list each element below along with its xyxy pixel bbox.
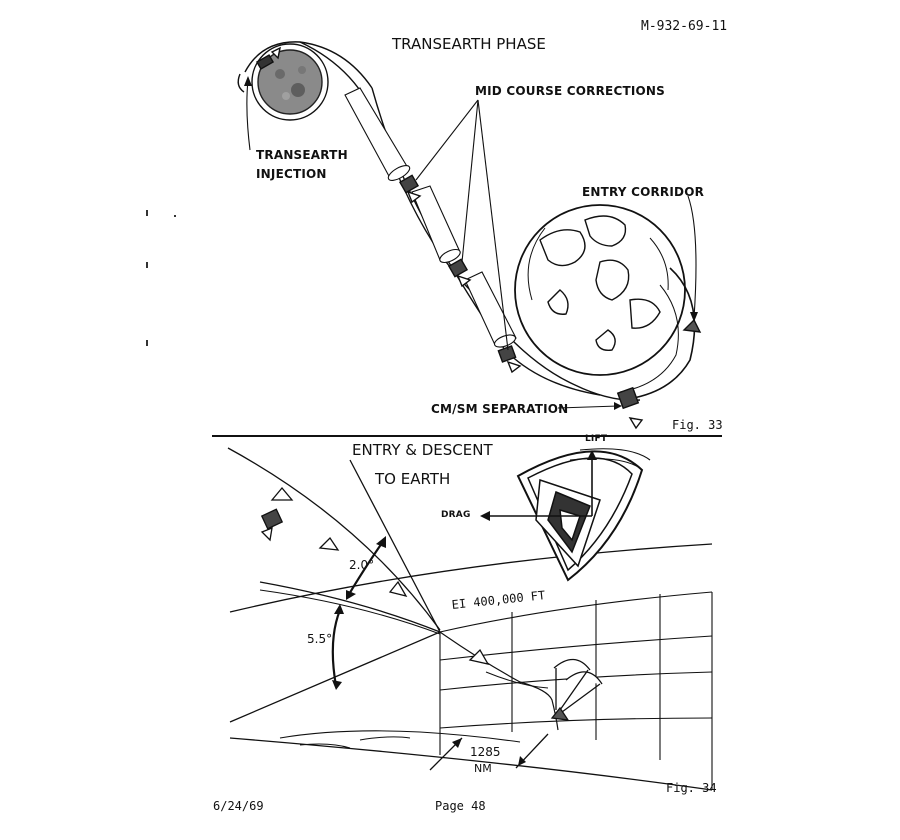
reentry-grid bbox=[439, 591, 713, 790]
spacecraft-injection bbox=[255, 46, 281, 70]
command-module-closeup bbox=[480, 448, 651, 582]
correction-cones bbox=[344, 87, 517, 348]
injection-leader-line bbox=[246, 79, 251, 151]
entry-corridor-label: ENTRY CORRIDOR bbox=[582, 185, 705, 199]
drag-label: DRAG bbox=[441, 510, 471, 520]
capsule-descent-1 bbox=[318, 536, 340, 551]
moon bbox=[251, 43, 329, 121]
transearth-phase-title: TRANSEARTH PHASE bbox=[392, 35, 546, 53]
scan-marks bbox=[146, 210, 176, 346]
distance-value-label: 1285 bbox=[470, 745, 501, 759]
cm-sm-separation-label: CM/SM SEPARATION bbox=[431, 402, 569, 416]
cm-sm-separation-spacecraft bbox=[616, 386, 644, 430]
command-module-corridor bbox=[682, 318, 702, 333]
spacecraft-correction-2 bbox=[447, 258, 472, 288]
fig-33-label: Fig. 33 bbox=[672, 418, 723, 432]
document-date: 6/24/69 bbox=[213, 799, 264, 813]
atmosphere-boundary-curve bbox=[229, 543, 713, 613]
distance-marker bbox=[429, 733, 549, 771]
transearth-phase-diagram bbox=[237, 41, 702, 430]
entry-path-lower bbox=[259, 581, 441, 633]
mid-course-corrections-label: MID COURSE CORRECTIONS bbox=[475, 84, 665, 98]
lift-label: LIFT bbox=[585, 434, 608, 444]
upper-boundary-ray bbox=[349, 459, 441, 633]
capsule-descent-3 bbox=[468, 648, 490, 665]
capsule-descent-2 bbox=[388, 580, 408, 598]
parachutes bbox=[550, 658, 603, 721]
mid-course-leader-lines bbox=[415, 99, 509, 351]
transearth-injection-label-line2: INJECTION bbox=[256, 167, 327, 181]
entry-path-upper bbox=[227, 447, 441, 631]
page-number: Page 48 bbox=[435, 799, 486, 813]
earth-surface bbox=[279, 730, 521, 743]
entry-descent-title-line1: ENTRY & DESCENT bbox=[352, 441, 493, 459]
lunar-orbit-tail bbox=[237, 73, 245, 93]
angle-upper-label: 2.0° bbox=[349, 558, 375, 572]
entry-corridor-leader-line bbox=[687, 195, 697, 319]
spacecraft-correction-1 bbox=[398, 174, 422, 204]
separation-leader-line bbox=[557, 405, 619, 409]
earth bbox=[514, 204, 686, 376]
document-number: M-932-69-11 bbox=[641, 19, 728, 34]
angle-arc-upper bbox=[347, 539, 385, 597]
fig-34-label: Fig. 34 bbox=[666, 781, 717, 795]
entry-descent-diagram bbox=[227, 447, 713, 791]
angle-lower-label: 5.5° bbox=[307, 632, 333, 646]
transearth-injection-label-line1: TRANSEARTH bbox=[256, 148, 348, 162]
entry-corridor-band bbox=[619, 267, 696, 401]
distance-unit-label: NM bbox=[474, 762, 492, 775]
spacecraft-correction-3 bbox=[497, 345, 522, 374]
spacecraft-approach bbox=[260, 486, 294, 542]
angle-arc-lower bbox=[331, 609, 342, 687]
entry-descent-title-line2: TO EARTH bbox=[375, 470, 451, 488]
